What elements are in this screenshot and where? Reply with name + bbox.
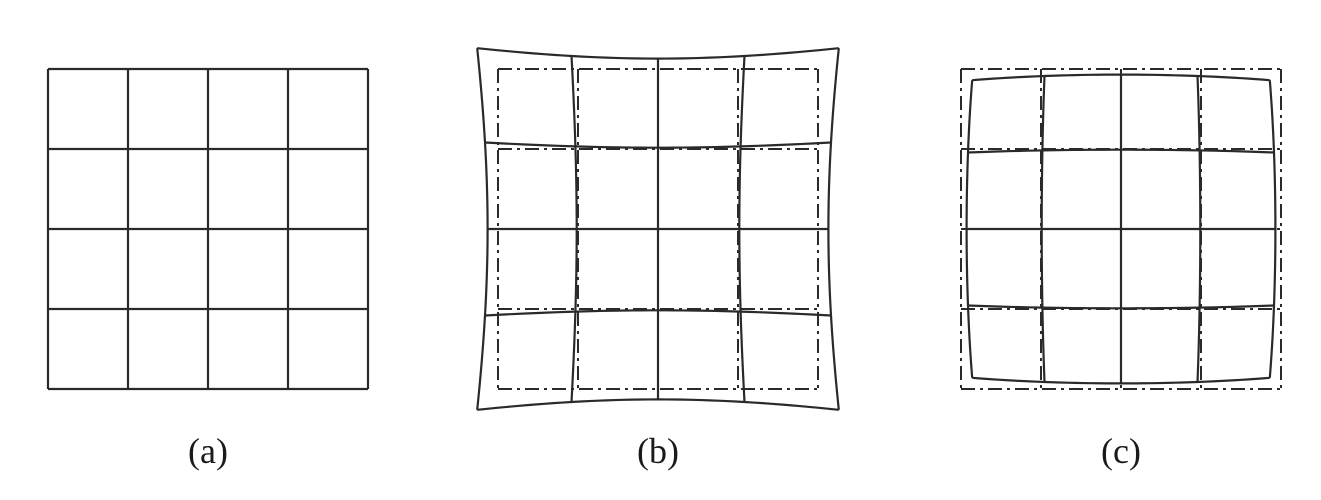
distorted-line-hline <box>477 47 839 60</box>
panel-b-pincushion-grid: (b) <box>476 47 840 471</box>
distorted-line-vline <box>827 48 840 410</box>
distorted-line-hline <box>972 376 1270 385</box>
panel-a-label: (a) <box>188 431 228 471</box>
distorted-line-vline <box>1268 80 1277 378</box>
panel-a-undistorted-grid: (a) <box>46 67 370 471</box>
distorted-line-vline <box>476 48 489 410</box>
undistorted-grid <box>46 67 370 391</box>
barrel-distorted-grid <box>965 73 1277 385</box>
distorted-line-vline <box>738 55 746 403</box>
panel-c-label: (c) <box>1101 431 1141 471</box>
distorted-line-vline <box>1196 75 1202 383</box>
distorted-line-hline <box>477 398 839 411</box>
distorted-line-hline <box>484 309 832 317</box>
panel-c-barrel-grid: (c) <box>960 68 1282 471</box>
pincushion-distorted-grid <box>476 47 840 411</box>
distorted-line-hline <box>967 304 1275 310</box>
panel-b-label: (b) <box>637 431 679 471</box>
